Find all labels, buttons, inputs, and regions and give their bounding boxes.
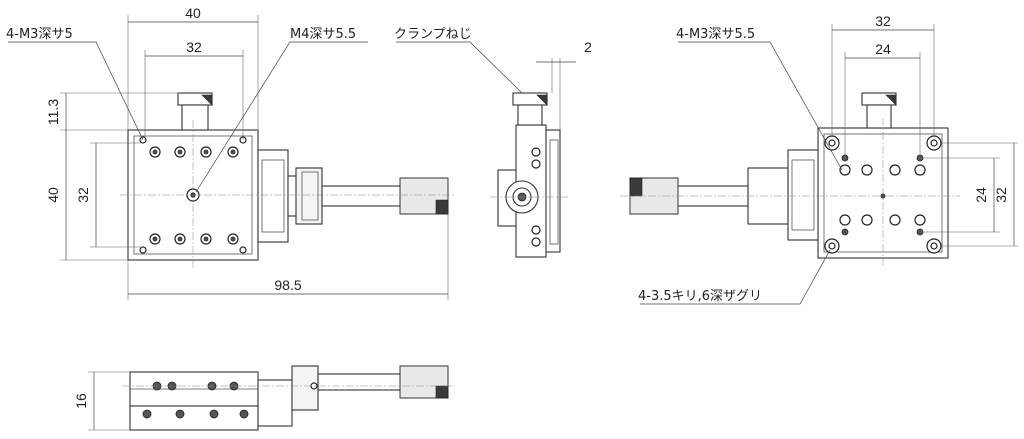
bottom-hole: [889, 214, 901, 226]
front-corner-hole: [239, 246, 247, 254]
bottom-center-point: [880, 193, 886, 199]
front-center-tap-core: [190, 192, 196, 198]
bottom-small-hole: [841, 228, 849, 236]
lower-guide-block: [257, 379, 293, 427]
dim-front-offset: 11.3: [45, 99, 61, 125]
bottom-view: 32 24 24 32 4-M3深サ5.5 4-3.5キリ,6深ザグリ: [620, 13, 1018, 305]
lower-view: 16: [73, 365, 455, 431]
front-hole-core: [203, 236, 209, 242]
note-bottom-counterbore: 4-3.5キリ,6深ザグリ: [638, 289, 762, 304]
front-hole-core: [203, 149, 209, 155]
note-bottom-corner-taps: 4-M3深サ5.5: [676, 27, 755, 42]
side-rail-inner: [549, 139, 559, 245]
side-view: 2 クランプねじ: [394, 27, 592, 258]
side-clamp-knurl: [536, 94, 548, 106]
leader-line: [8, 41, 144, 141]
bottom-hole: [839, 214, 851, 226]
lower-hole: [175, 409, 185, 419]
bottom-counterbore-core: [930, 139, 938, 147]
front-micrometer-barrel: [321, 185, 403, 207]
front-micrometer-sleeve-inner: [301, 171, 319, 221]
lower-hole: [239, 409, 249, 419]
dim-front-width: 40: [185, 5, 201, 21]
dim-bottom-vert-width: 32: [993, 187, 1009, 203]
leader-line: [195, 41, 368, 193]
front-corner-hole: [139, 246, 147, 254]
bottom-hole: [914, 214, 926, 226]
front-hole-core: [152, 236, 158, 242]
bottom-thimble-knurl: [629, 177, 643, 197]
front-clamp-shank: [181, 104, 209, 131]
bottom-clamp-knurl: [885, 94, 897, 106]
side-screw: [531, 147, 541, 157]
bottom-guide-inner: [791, 159, 815, 231]
lower-micrometer-barrel: [317, 373, 403, 391]
front-hole-core: [177, 236, 183, 242]
lower-hole: [209, 409, 219, 419]
bottom-counterbore-core: [828, 242, 836, 250]
dim-front-height: 40: [45, 187, 61, 203]
dim-front-pitch: 32: [186, 39, 202, 55]
front-guide-inner: [261, 159, 285, 233]
side-screw: [531, 159, 541, 169]
dim-side-offset: 2: [584, 39, 592, 55]
dim-bottom-width: 32: [875, 13, 891, 29]
front-hole-core: [177, 149, 183, 155]
side-screw: [531, 237, 541, 247]
leader-line: [640, 249, 831, 305]
bottom-hole: [889, 164, 901, 176]
leader-line: [396, 41, 523, 94]
bottom-counterbore-core: [828, 139, 836, 147]
side-screw: [531, 225, 541, 235]
lower-hole: [142, 409, 152, 419]
front-hole-core: [230, 149, 236, 155]
front-guide-block: [257, 149, 289, 243]
dim-bottom-vert-pitch: 24: [973, 187, 989, 203]
bottom-hole: [914, 164, 926, 176]
bottom-clamp-shank: [866, 104, 892, 129]
note-front-corner-taps: 4-M3深サ5: [6, 27, 73, 42]
bottom-counterbore-core: [930, 242, 938, 250]
front-hole-core: [230, 236, 236, 242]
front-clamp-knurl: [201, 94, 213, 106]
note-side-clamp: クランプねじ: [394, 27, 472, 42]
front-hole-core: [152, 149, 158, 155]
dim-front-overall: 98.5: [274, 277, 301, 293]
dim-bottom-pitch: 24: [875, 41, 891, 57]
bottom-hole: [861, 214, 873, 226]
front-view: 40 32 11.3 40 32 98.5 4-M3深サ5 M4深サ5.5: [6, 5, 455, 300]
bottom-guide-block: [787, 149, 819, 241]
bottom-hole: [861, 164, 873, 176]
front-thimble-knurl: [435, 199, 449, 215]
side-rail: [545, 129, 561, 253]
leader-line: [678, 41, 843, 171]
dim-lower-thickness: 16: [73, 393, 89, 409]
note-front-center-tap: M4深サ5.5: [290, 27, 356, 42]
lower-stage-bottom: [129, 405, 259, 431]
lower-thimble-knurl: [435, 385, 449, 399]
side-clamp-shank: [517, 104, 543, 126]
lower-micrometer-thimble: [399, 365, 449, 399]
bottom-hole: [839, 164, 851, 176]
dim-front-vert-pitch: 32: [75, 187, 91, 203]
